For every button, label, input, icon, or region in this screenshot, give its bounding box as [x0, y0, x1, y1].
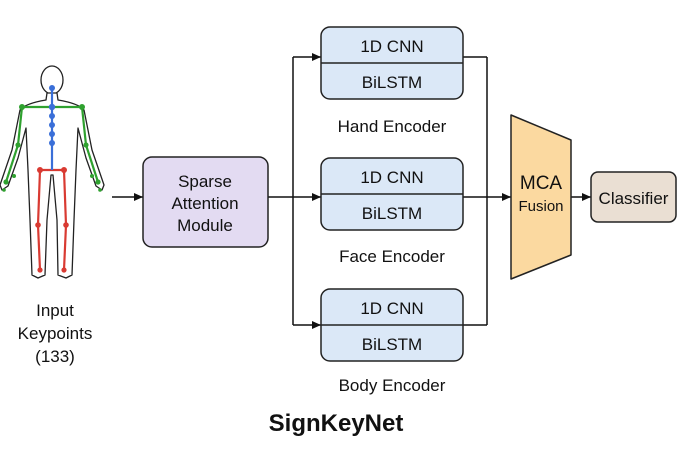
body-encoder: 1D CNN BiLSTM: [320, 288, 464, 362]
body-encoder-caption: Body Encoder: [339, 376, 446, 395]
fusion-label-line1: MCA: [520, 173, 563, 194]
hand-encoder: 1D CNN BiLSTM: [320, 26, 464, 100]
face-encoder-bilstm-label: BiLSTM: [362, 204, 422, 223]
classifier-block: Classifier: [590, 171, 677, 223]
diagram-title: SignKeyNet: [269, 410, 404, 437]
hand-encoder-caption: Hand Encoder: [338, 117, 447, 136]
input-label-line2: Keypoints: [18, 324, 93, 343]
connectors: [112, 53, 591, 329]
face-encoder: 1D CNN BiLSTM: [320, 157, 464, 231]
body-encoder-bilstm-label: BiLSTM: [362, 335, 422, 354]
face-encoder-caption: Face Encoder: [339, 247, 445, 266]
attention-label-line2: Attention: [171, 194, 238, 213]
attention-label-line3: Module: [177, 216, 233, 235]
classifier-label: Classifier: [599, 189, 669, 208]
attention-label-line1: Sparse: [178, 172, 232, 191]
mca-fusion-block: MCA Fusion: [510, 114, 572, 280]
input-label-line3: (133): [35, 347, 75, 366]
body-figure-icon: [0, 65, 105, 279]
input-label-line1: Input: [36, 301, 74, 320]
fusion-label-line2: Fusion: [518, 198, 563, 215]
hand-encoder-bilstm-label: BiLSTM: [362, 73, 422, 92]
body-encoder-cnn-label: 1D CNN: [360, 299, 423, 318]
hand-encoder-cnn-label: 1D CNN: [360, 37, 423, 56]
sparse-attention-module: Sparse Attention Module: [142, 156, 269, 248]
face-encoder-cnn-label: 1D CNN: [360, 168, 423, 187]
